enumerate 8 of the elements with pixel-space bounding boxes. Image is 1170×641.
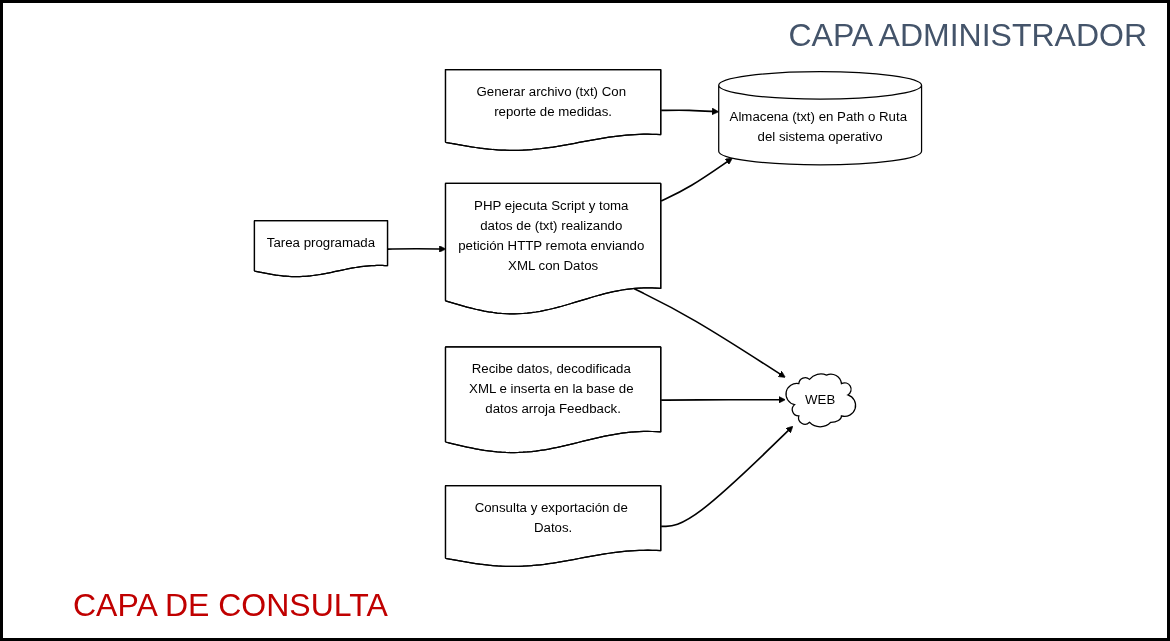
- arrow: [387, 245, 447, 253]
- arrow: [660, 157, 733, 202]
- arrow: [633, 288, 786, 378]
- arrow: [660, 396, 786, 404]
- layer-title: CAPA DE CONSULTA: [73, 587, 388, 624]
- arrow: [660, 107, 720, 116]
- arrow: [660, 425, 794, 528]
- layer-title: CAPA ADMINISTRADOR: [788, 17, 1147, 54]
